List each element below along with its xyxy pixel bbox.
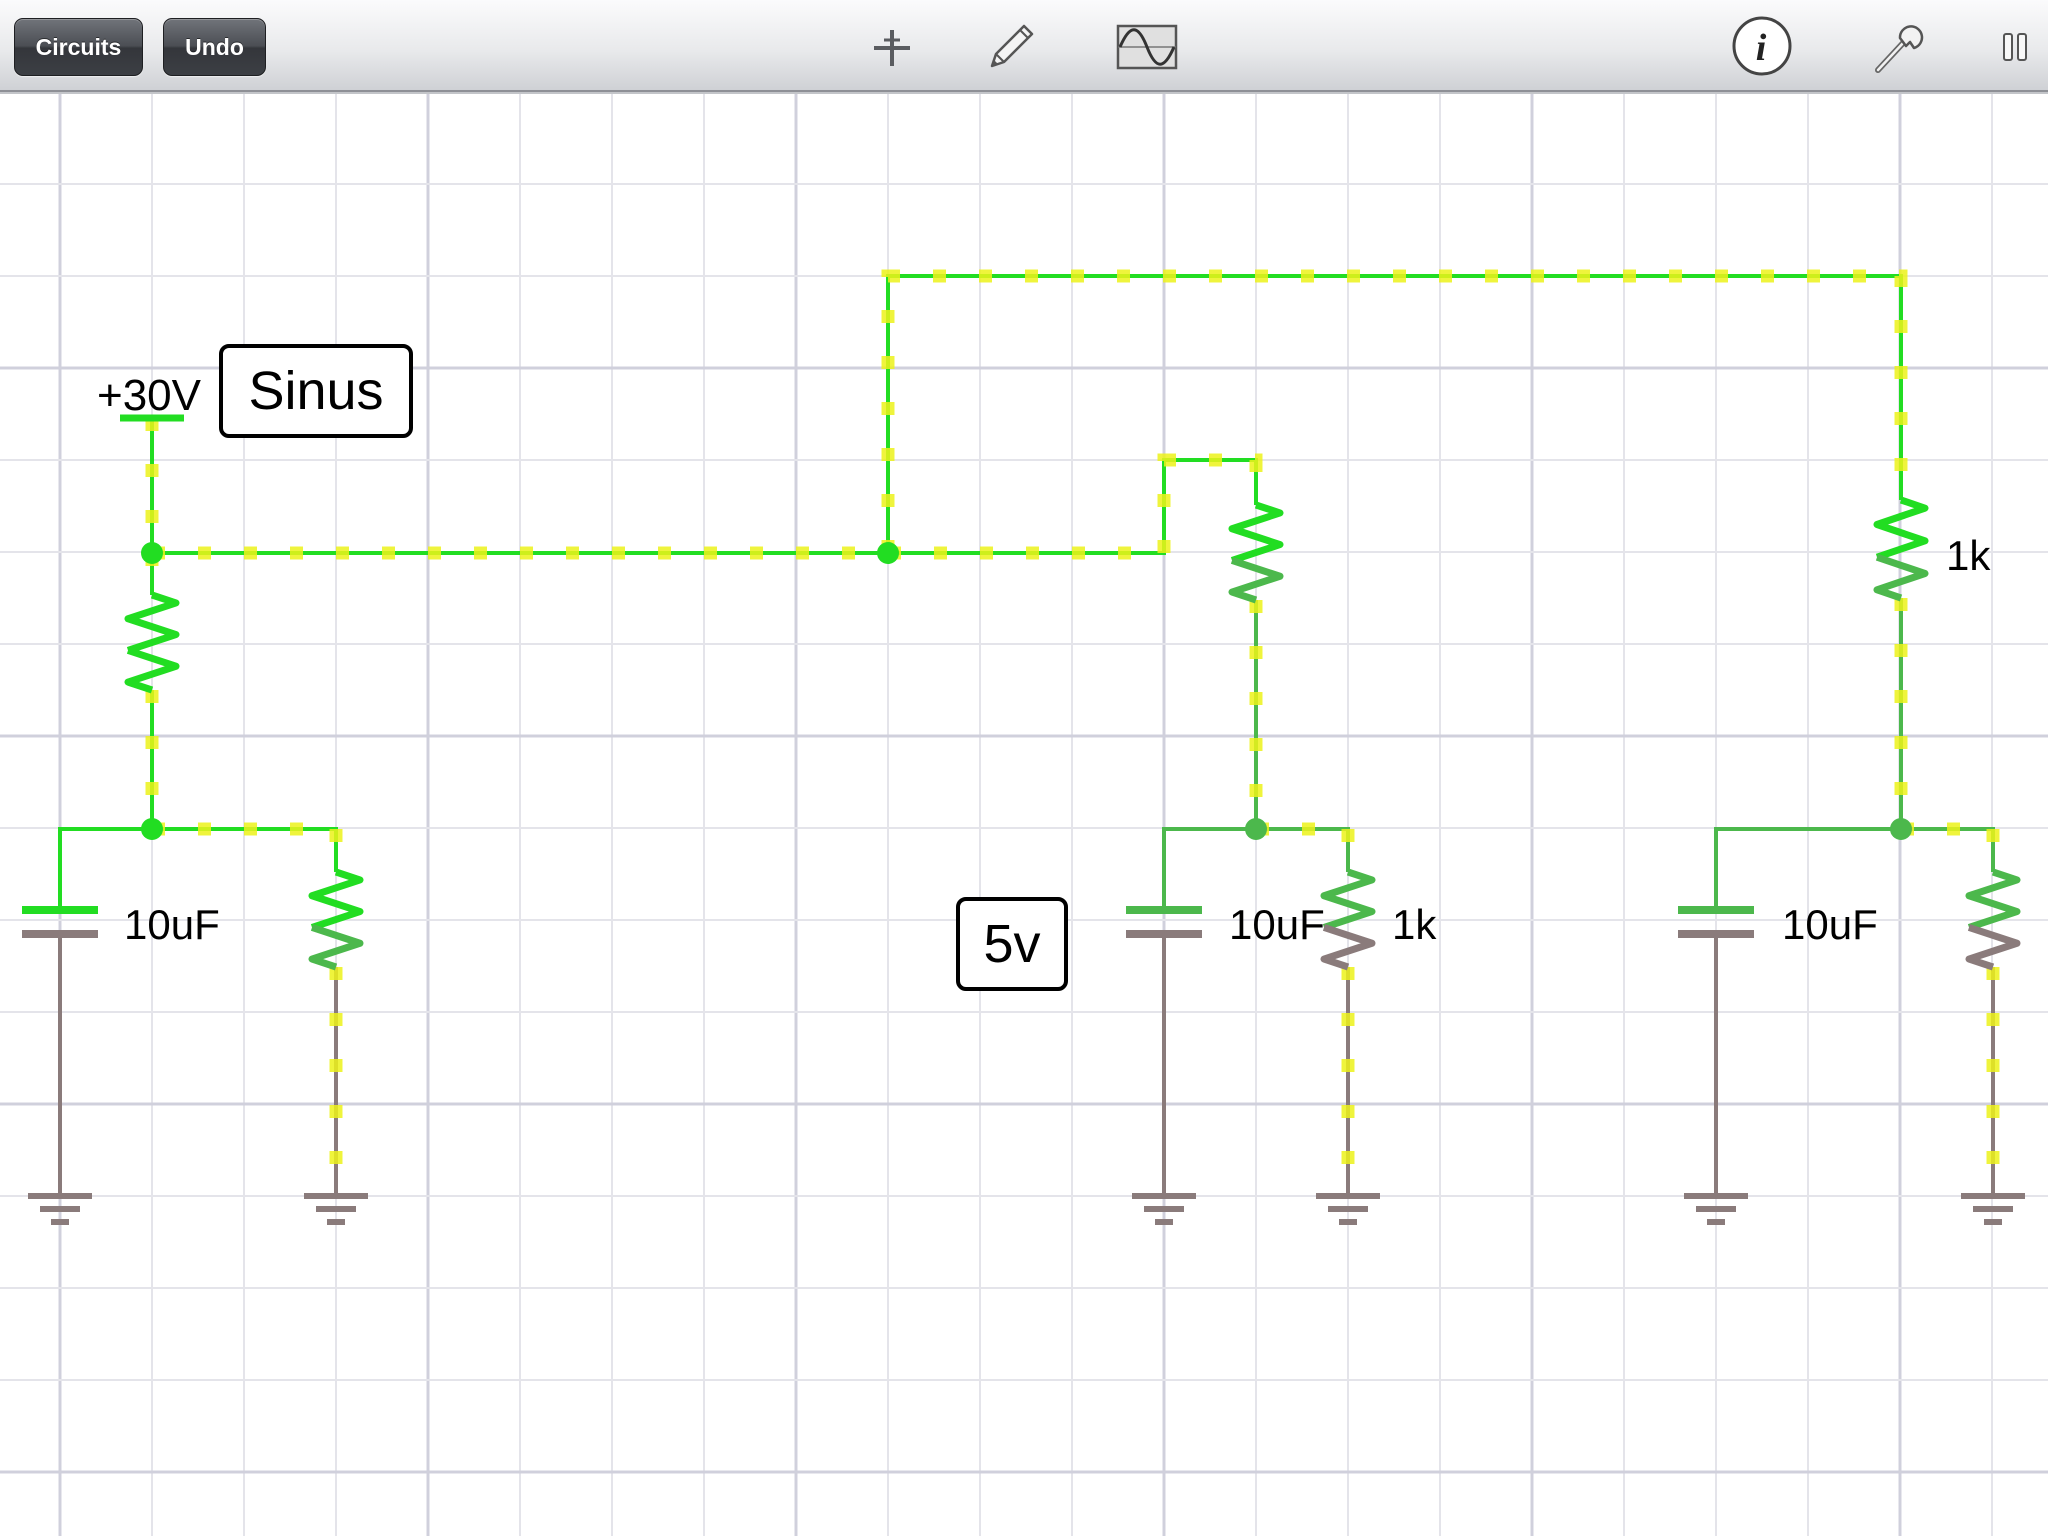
ground-right-capacitor xyxy=(1684,1193,1748,1225)
resistor-zigzag xyxy=(1228,501,1284,564)
resistor-zigzag xyxy=(1320,868,1376,931)
junction-node xyxy=(877,542,899,564)
current-dots xyxy=(152,453,1263,560)
resistor-middle-vertical xyxy=(1228,501,1284,604)
resistor-zigzag xyxy=(308,924,364,971)
resistor-zigzag xyxy=(124,647,180,694)
capacitor-right-label: 10uF xyxy=(1782,901,1878,948)
pencil-icon[interactable] xyxy=(978,14,1042,78)
resistor-zigzag xyxy=(1873,496,1929,561)
resistor-zigzag xyxy=(308,868,364,931)
five-volt-box[interactable]: 5v xyxy=(956,897,1068,991)
wire xyxy=(1162,827,1256,910)
wire xyxy=(1714,827,1901,910)
sinus-box[interactable]: Sinus xyxy=(219,344,413,438)
wire xyxy=(886,274,1903,553)
resistor-zigzag xyxy=(1965,924,2021,971)
junction-node xyxy=(141,542,163,564)
resistor-zigzag xyxy=(124,591,180,654)
junction-node xyxy=(141,818,163,840)
current-dots xyxy=(1256,822,1355,872)
junction-node xyxy=(1245,818,1267,840)
resistor-left-ground xyxy=(308,868,364,971)
resistor-zigzag xyxy=(1320,924,1376,971)
resistor-right-top-label: 1k xyxy=(1946,532,1991,579)
grid xyxy=(0,92,2048,1536)
capacitor-middle xyxy=(1126,906,1202,938)
ground-right-resistor xyxy=(1961,1193,2025,1225)
wire xyxy=(58,827,152,910)
current-dots xyxy=(152,822,343,872)
resistor-left-vertical xyxy=(124,591,180,694)
capacitor-right xyxy=(1678,906,1754,938)
circuit-components xyxy=(22,414,2025,1225)
info-icon[interactable]: i xyxy=(1730,14,1794,78)
oscilloscope-icon[interactable] xyxy=(1116,14,1178,78)
capacitor-middle-label: 10uF xyxy=(1229,901,1325,948)
undo-button[interactable]: Undo xyxy=(163,18,266,76)
add-component-icon[interactable] xyxy=(860,14,924,78)
resistor-middle-ground xyxy=(1320,868,1376,971)
circuit-canvas[interactable] xyxy=(0,92,2048,1536)
ground-left-resistor xyxy=(304,1193,368,1225)
capacitor-left-label: 10uF xyxy=(124,901,220,948)
resistor-right-vertical xyxy=(1873,496,1929,602)
voltage-source-label: +30V xyxy=(97,371,201,420)
ground-middle-capacitor xyxy=(1132,1193,1196,1225)
current-flow-dots xyxy=(145,269,2000,1196)
ground-left-capacitor xyxy=(28,1193,92,1225)
capacitor-left xyxy=(22,906,98,938)
current-dots xyxy=(881,269,1908,553)
circuits-button[interactable]: Circuits xyxy=(14,18,143,76)
resistor-right-ground xyxy=(1965,868,2021,971)
wrench-icon[interactable] xyxy=(1864,14,1928,78)
resistor-zigzag xyxy=(1965,868,2021,931)
ground-middle-resistor xyxy=(1316,1193,1380,1225)
resistor-zigzag xyxy=(1873,553,1929,602)
resistor-zigzag xyxy=(1228,557,1284,604)
resistor-middle-label: 1k xyxy=(1392,901,1437,948)
current-dots xyxy=(1901,822,2000,872)
junction-node xyxy=(1890,818,1912,840)
toolbar: Circuits Undo i xyxy=(0,0,2048,92)
pause-icon[interactable] xyxy=(1990,14,2038,78)
svg-text:i: i xyxy=(1756,27,1767,69)
